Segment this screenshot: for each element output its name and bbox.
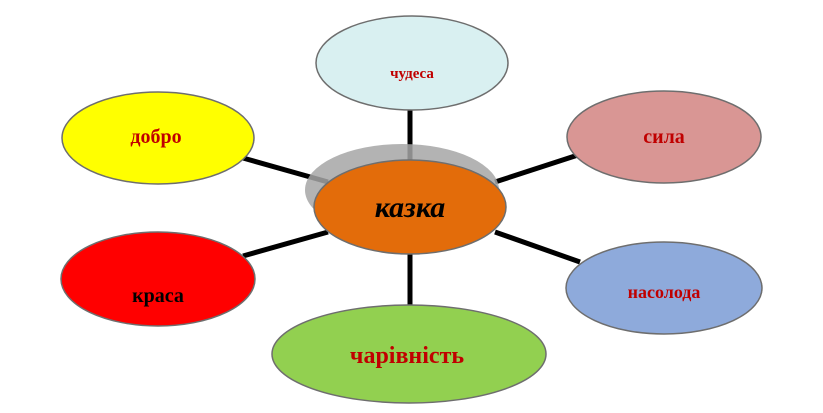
connector-krasa <box>242 229 329 259</box>
node-chudesa-shape <box>315 15 509 111</box>
node-nasoloda: насолода <box>565 241 763 335</box>
node-charivnist-shape <box>271 304 547 404</box>
center-node <box>313 159 507 255</box>
node-dobro-shape <box>61 91 255 185</box>
node-krasa-shape <box>60 231 256 327</box>
node-nasoloda-shape <box>565 241 763 335</box>
node-chudesa-label: чудеса <box>390 66 434 82</box>
connector-nasoloda <box>494 229 581 265</box>
node-dobro-label: добро <box>130 126 181 148</box>
node-charivnist-label: чарівність <box>350 343 464 369</box>
node-krasa-label: краса <box>132 285 184 307</box>
node-nasoloda-label: насолода <box>628 282 701 302</box>
connector-syla <box>494 152 579 185</box>
node-charivnist: чарівність <box>271 304 547 404</box>
node-syla: сила <box>566 90 762 184</box>
node-syla-shape <box>566 90 762 184</box>
node-chudesa: чудеса <box>315 15 509 111</box>
center-label: казка <box>375 191 446 224</box>
node-krasa: краса <box>60 231 256 327</box>
node-syla-label: сила <box>643 126 685 148</box>
node-dobro: добро <box>61 91 255 185</box>
